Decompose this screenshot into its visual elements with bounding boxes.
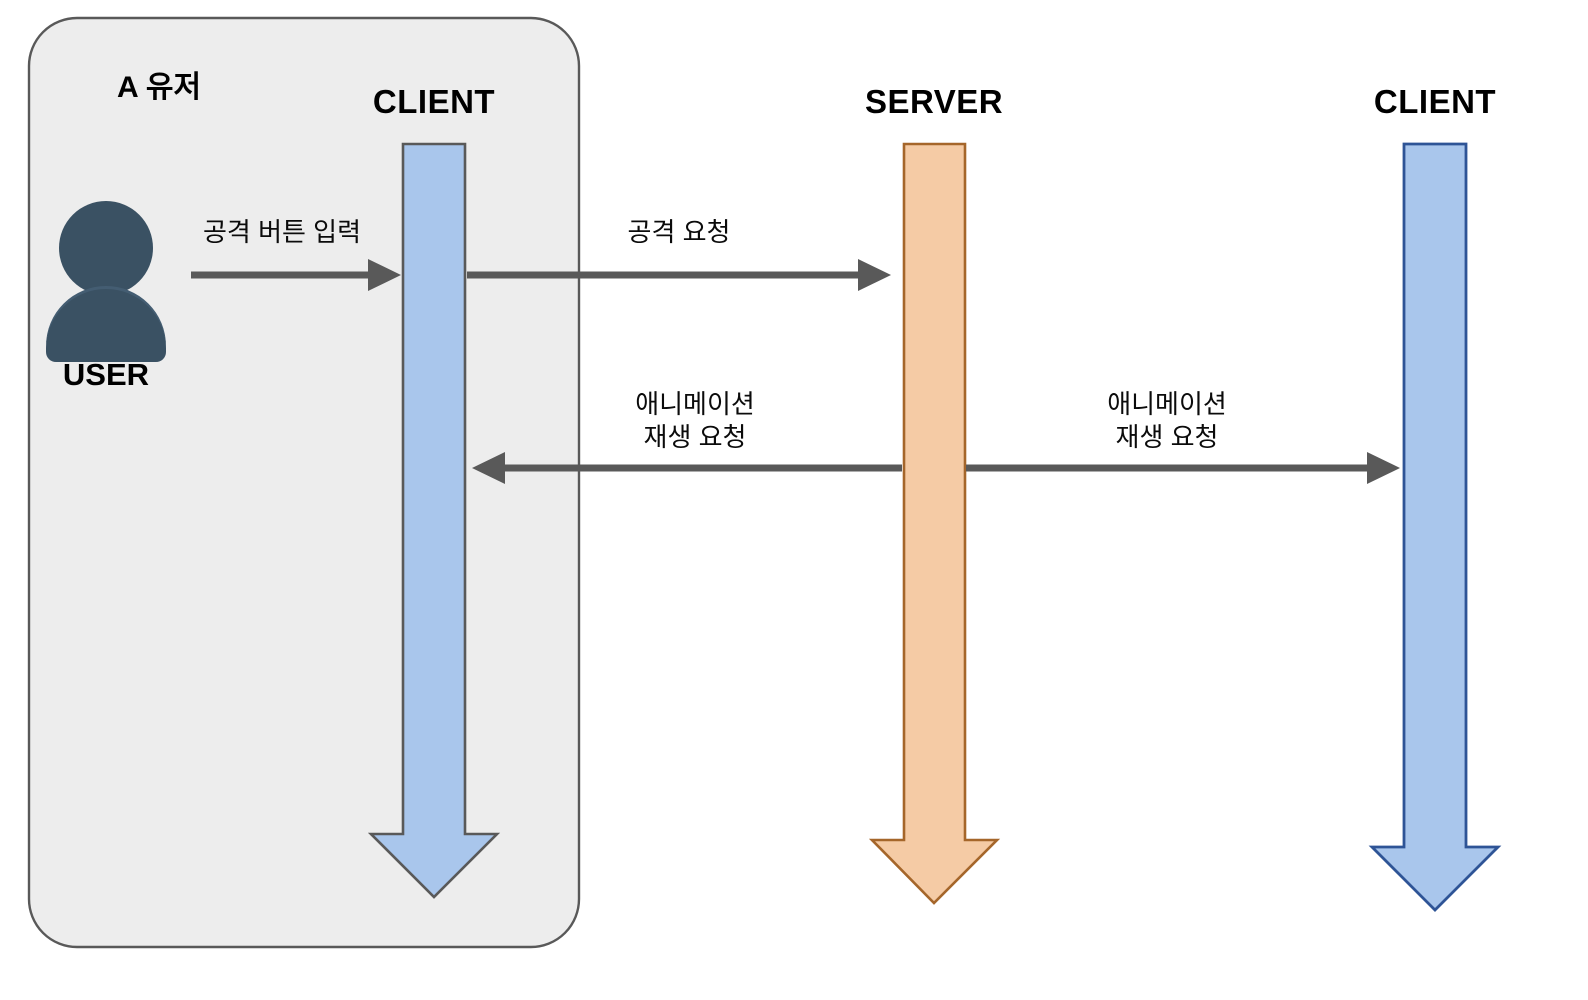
message-label-line2: 재생 요청	[643, 422, 747, 453]
message-arrow-animation-play-request-to-client-a	[472, 452, 902, 484]
user-avatar-icon	[46, 201, 166, 362]
group-title-a-user: A 유저	[116, 71, 202, 104]
message-label-animation-play-request-right: 애니메이션 재생 요청	[1058, 388, 1276, 455]
message-label-attack-request: 공격 요청	[627, 217, 731, 247]
message-label-line1: 애니메이션	[635, 389, 755, 419]
message-arrow-animation-play-request-to-client-b	[966, 452, 1400, 484]
actor-label-user: USER	[62, 357, 150, 392]
lifeline-client-b	[1368, 142, 1502, 912]
group-box-a-user	[27, 16, 581, 949]
header-client-a: CLIENT	[372, 83, 496, 120]
header-server: SERVER	[864, 83, 1004, 120]
lifeline-server	[868, 142, 1001, 905]
message-label-animation-play-request-left: 애니메이션 재생 요청	[586, 388, 804, 455]
message-label-attack-button-input: 공격 버튼 입력	[203, 217, 361, 247]
header-client-b: CLIENT	[1373, 83, 1497, 120]
message-arrow-attack-button-input	[191, 259, 401, 291]
lifeline-client-a	[367, 142, 501, 899]
message-label-line1: 애니메이션	[1107, 389, 1227, 419]
message-arrow-attack-request	[467, 259, 891, 291]
message-label-line2: 재생 요청	[1115, 422, 1219, 453]
